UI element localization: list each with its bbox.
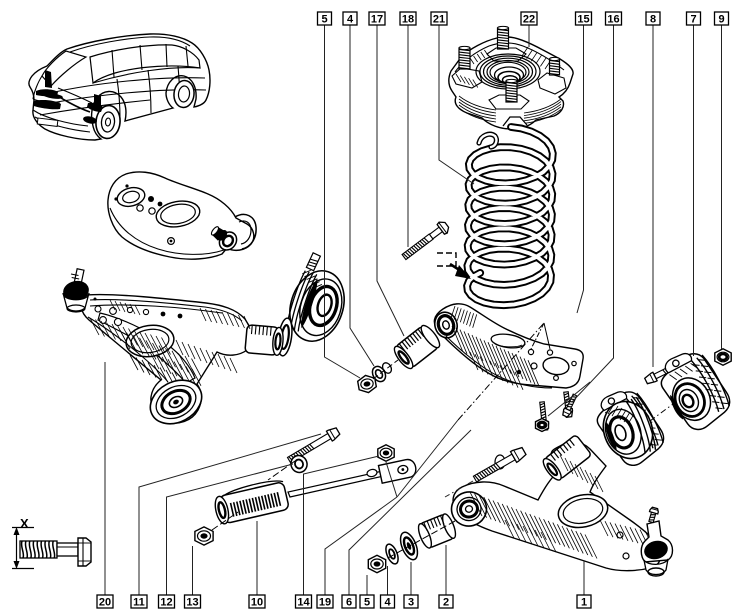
svg-text:20: 20 [99, 597, 111, 609]
svg-text:1: 1 [581, 597, 587, 609]
svg-text:18: 18 [402, 14, 414, 26]
svg-text:17: 17 [371, 14, 383, 26]
svg-text:14: 14 [297, 597, 310, 609]
svg-text:12: 12 [160, 597, 172, 609]
svg-text:4: 4 [347, 14, 354, 26]
svg-text:4: 4 [384, 597, 391, 609]
svg-text:2: 2 [443, 597, 449, 609]
svg-text:16: 16 [607, 14, 619, 26]
svg-text:22: 22 [523, 14, 535, 26]
svg-text:X: X [20, 516, 29, 531]
svg-text:11: 11 [133, 597, 145, 609]
svg-text:5: 5 [364, 597, 370, 609]
svg-text:13: 13 [186, 597, 198, 609]
svg-text:15: 15 [577, 14, 589, 26]
svg-text:9: 9 [718, 14, 724, 26]
svg-text:5: 5 [321, 14, 327, 26]
svg-text:19: 19 [319, 597, 331, 609]
svg-text:8: 8 [650, 14, 656, 26]
svg-text:10: 10 [251, 597, 263, 609]
svg-text:7: 7 [690, 14, 696, 26]
svg-text:6: 6 [346, 597, 352, 609]
svg-text:21: 21 [433, 14, 445, 26]
svg-text:3: 3 [408, 597, 414, 609]
